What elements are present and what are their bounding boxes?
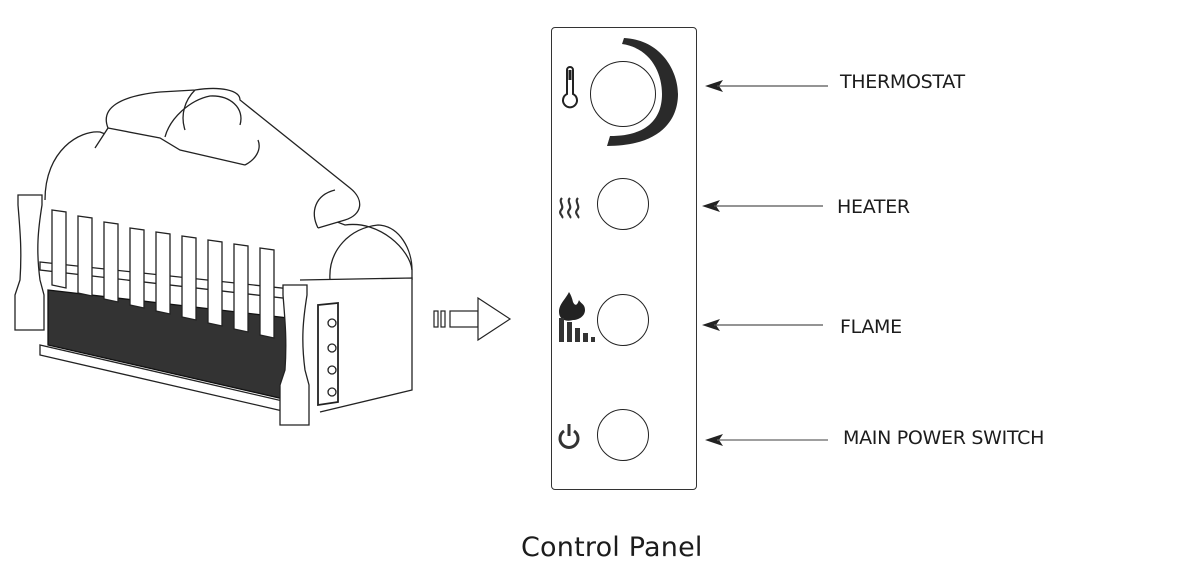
- fireplace-illustration: [14, 87, 512, 426]
- power-pointer-arrow: [705, 434, 828, 446]
- thermostat-pointer-arrow: [705, 80, 828, 92]
- control-panel: [551, 27, 697, 490]
- heater-pointer-arrow: [702, 200, 823, 212]
- flame-knob[interactable]: [597, 294, 649, 346]
- diagram-caption: Control Panel: [521, 532, 703, 563]
- heat-waves-icon: [559, 197, 580, 219]
- heater-label: HEATER: [837, 196, 910, 218]
- power-knob[interactable]: [597, 409, 649, 461]
- main-power-switch-label: MAIN POWER SWITCH: [843, 427, 1045, 449]
- direction-arrow-icon: [433, 296, 512, 342]
- thermometer-icon: [562, 66, 578, 109]
- heater-knob[interactable]: [597, 178, 649, 230]
- flame-label: FLAME: [840, 316, 902, 338]
- thermostat-knob[interactable]: [590, 61, 656, 127]
- flame-level-icon: [559, 292, 595, 342]
- thermostat-label: THERMOSTAT: [840, 71, 965, 93]
- thermostat-level-arc: [607, 38, 678, 146]
- flame-pointer-arrow: [702, 319, 823, 331]
- power-icon: [558, 424, 580, 449]
